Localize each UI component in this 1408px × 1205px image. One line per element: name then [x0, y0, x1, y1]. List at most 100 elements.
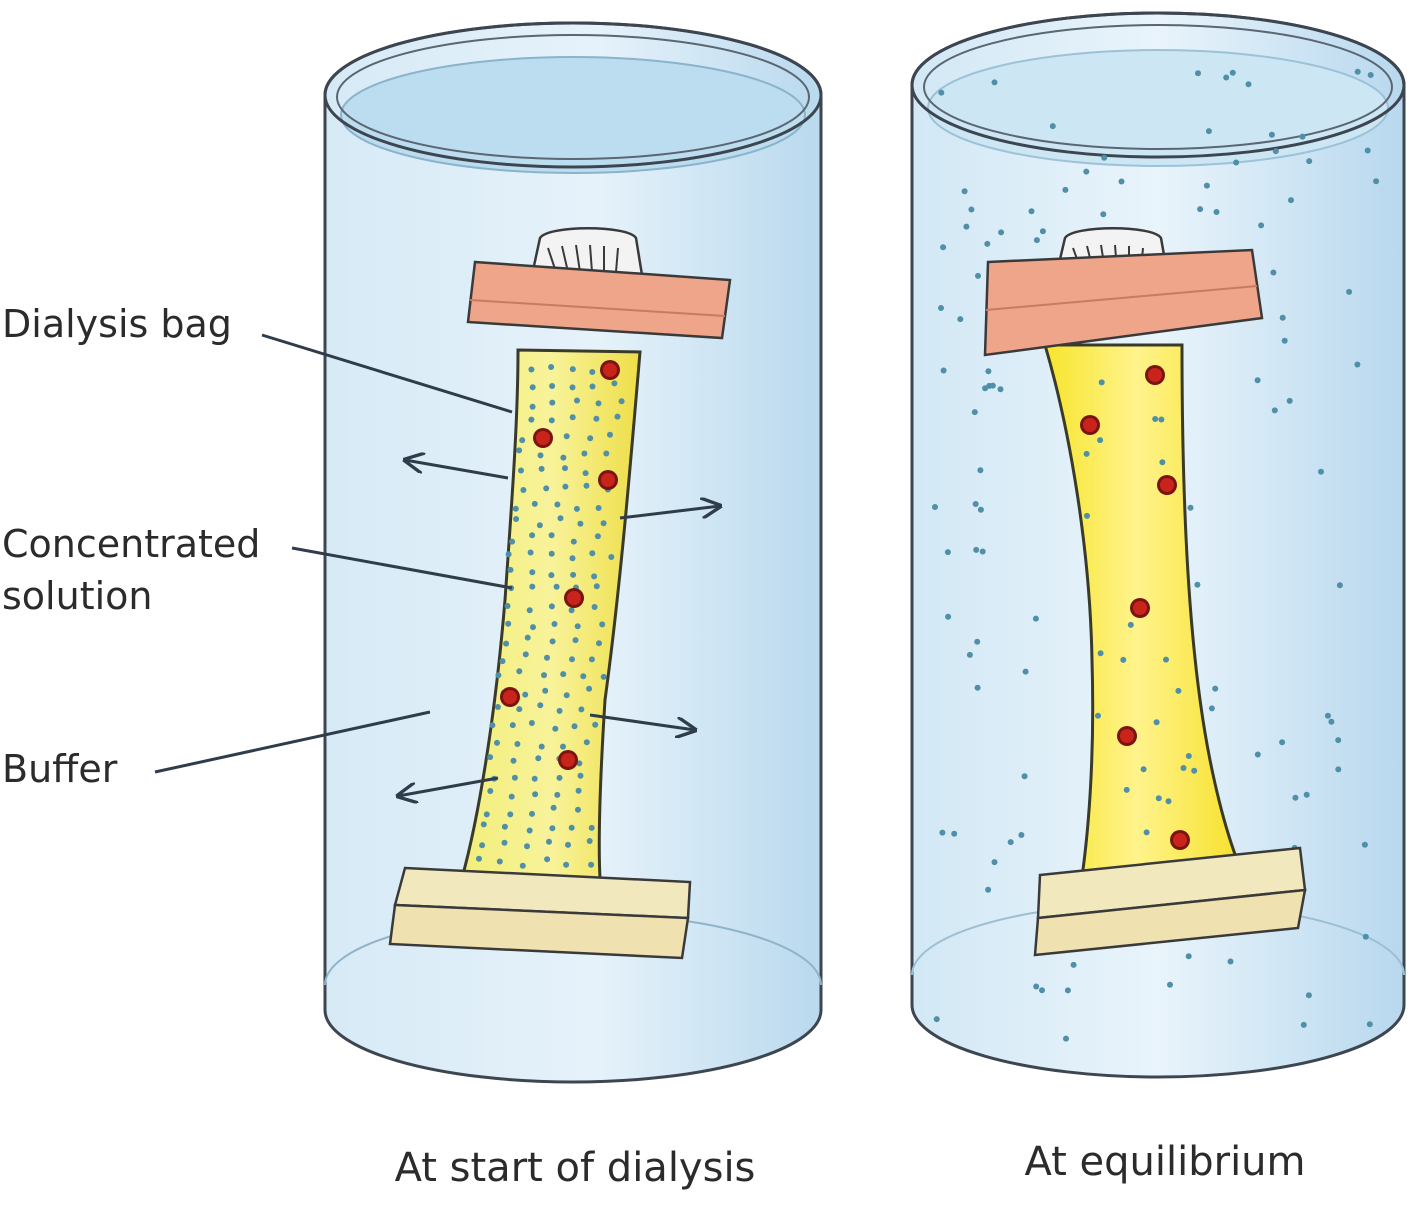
small-molecule-icon [614, 413, 621, 420]
small-molecule-icon [565, 841, 571, 848]
small-molecule-icon [589, 550, 596, 557]
small-molecule-icon [522, 691, 529, 698]
small-molecule-icon [563, 692, 570, 699]
small-molecule-icon [529, 403, 536, 410]
small-molecule-icon [569, 414, 576, 421]
small-molecule-icon [531, 775, 538, 782]
small-molecule-icon [529, 569, 536, 576]
small-molecule-icon [974, 684, 981, 691]
small-molecule-icon [570, 571, 577, 578]
small-molecule-icon [1223, 74, 1230, 81]
bottom-clip-icon [1033, 846, 1307, 957]
small-molecule-icon [499, 658, 506, 665]
small-molecule-icon [977, 467, 984, 474]
small-molecule-icon [581, 450, 588, 457]
small-molecule-icon [1143, 829, 1150, 836]
small-molecule-icon [588, 824, 595, 831]
arrow-icon [589, 713, 695, 730]
small-molecule-icon [1258, 222, 1265, 229]
small-molecule-icon [542, 687, 549, 694]
small-molecule-icon [938, 305, 944, 311]
small-molecule-icon [510, 757, 517, 764]
small-molecule-icon [1095, 712, 1101, 719]
small-molecule-icon [503, 640, 510, 647]
small-molecule-icon [549, 383, 556, 389]
small-molecule-icon [940, 367, 947, 374]
small-molecule-icon [1367, 72, 1374, 78]
small-molecule-icon [1364, 147, 1371, 154]
small-molecule-icon [591, 573, 598, 580]
small-molecule-icon [594, 533, 601, 540]
small-molecule-icon [1083, 450, 1090, 457]
large-molecule-icon [1160, 478, 1174, 492]
small-molecule-icon [595, 505, 602, 511]
small-molecule-icon [560, 743, 566, 750]
small-molecule-icon [1229, 69, 1236, 76]
small-molecule-icon [991, 79, 998, 86]
small-molecule-icon [528, 416, 535, 423]
small-molecule-icon [593, 415, 600, 422]
small-molecule-icon [975, 272, 981, 279]
small-molecule-icon [1335, 766, 1342, 773]
small-molecule-icon [973, 546, 980, 553]
small-molecule-icon [549, 825, 556, 832]
small-molecule-icon [569, 656, 575, 663]
small-molecule-icon [1292, 794, 1299, 801]
small-molecule-icon [526, 607, 533, 614]
small-molecule-icon [1245, 81, 1252, 88]
small-molecule-icon [569, 366, 576, 373]
small-molecule-icon [1062, 186, 1069, 193]
small-molecule-icon [563, 433, 570, 440]
small-molecule-icon [966, 651, 973, 658]
small-molecule-icon [480, 821, 487, 828]
label-dialysis-bag: Dialysis bag [2, 302, 232, 346]
small-molecule-icon [578, 706, 585, 713]
small-molecule-icon [520, 487, 527, 493]
small-molecule-icon [528, 720, 535, 726]
large-molecule-icon [1083, 418, 1097, 432]
small-molecule-icon [528, 366, 535, 373]
small-molecule-icon [1205, 128, 1212, 135]
small-molecule-icon [979, 548, 986, 555]
small-molecule-icon [971, 409, 978, 416]
small-molecule-icon [548, 417, 555, 424]
small-molecule-icon [972, 501, 979, 507]
large-molecule-icon [561, 753, 575, 767]
small-molecule-icon [1187, 504, 1194, 511]
large-molecule-icon [536, 431, 550, 445]
small-molecule-icon [530, 624, 536, 631]
small-molecule-icon [505, 551, 512, 558]
arrow-icon [405, 460, 509, 480]
small-molecule-icon [546, 838, 552, 845]
beaker-equilibrium [910, 11, 1406, 1079]
small-molecule-icon [1208, 705, 1215, 712]
small-molecule-icon [1039, 987, 1045, 994]
small-molecule-icon [516, 668, 523, 675]
small-molecule-icon [1366, 1021, 1373, 1028]
small-molecule-icon [1185, 753, 1192, 759]
small-molecule-icon [1100, 211, 1107, 218]
small-molecule-icon [1120, 656, 1127, 663]
small-molecule-icon [985, 368, 992, 375]
small-molecule-icon [1063, 1035, 1069, 1042]
small-molecule-icon [483, 811, 490, 818]
small-molecule-icon [1175, 687, 1182, 694]
small-molecule-icon [997, 386, 1004, 393]
small-molecule-icon [554, 501, 561, 508]
small-molecule-icon [1191, 767, 1198, 774]
small-molecule-icon [989, 382, 996, 389]
label-concentrated-solution-line1: Concentrated [2, 522, 261, 566]
small-molecule-icon [1123, 786, 1130, 793]
large-molecule-icon [1133, 601, 1147, 615]
beaker-rim [323, 21, 823, 169]
small-molecule-icon [1281, 337, 1288, 344]
small-molecule-icon [963, 223, 970, 230]
large-molecule-icon [1173, 833, 1187, 847]
beaker-rim-inner [923, 24, 1393, 150]
small-molecule-icon [570, 538, 577, 545]
small-molecules-inside-bag-equilibrium [1083, 379, 1219, 836]
small-molecule-icon [1152, 416, 1159, 422]
small-molecule-icon [1158, 416, 1165, 423]
small-molecule-icon [548, 532, 555, 539]
